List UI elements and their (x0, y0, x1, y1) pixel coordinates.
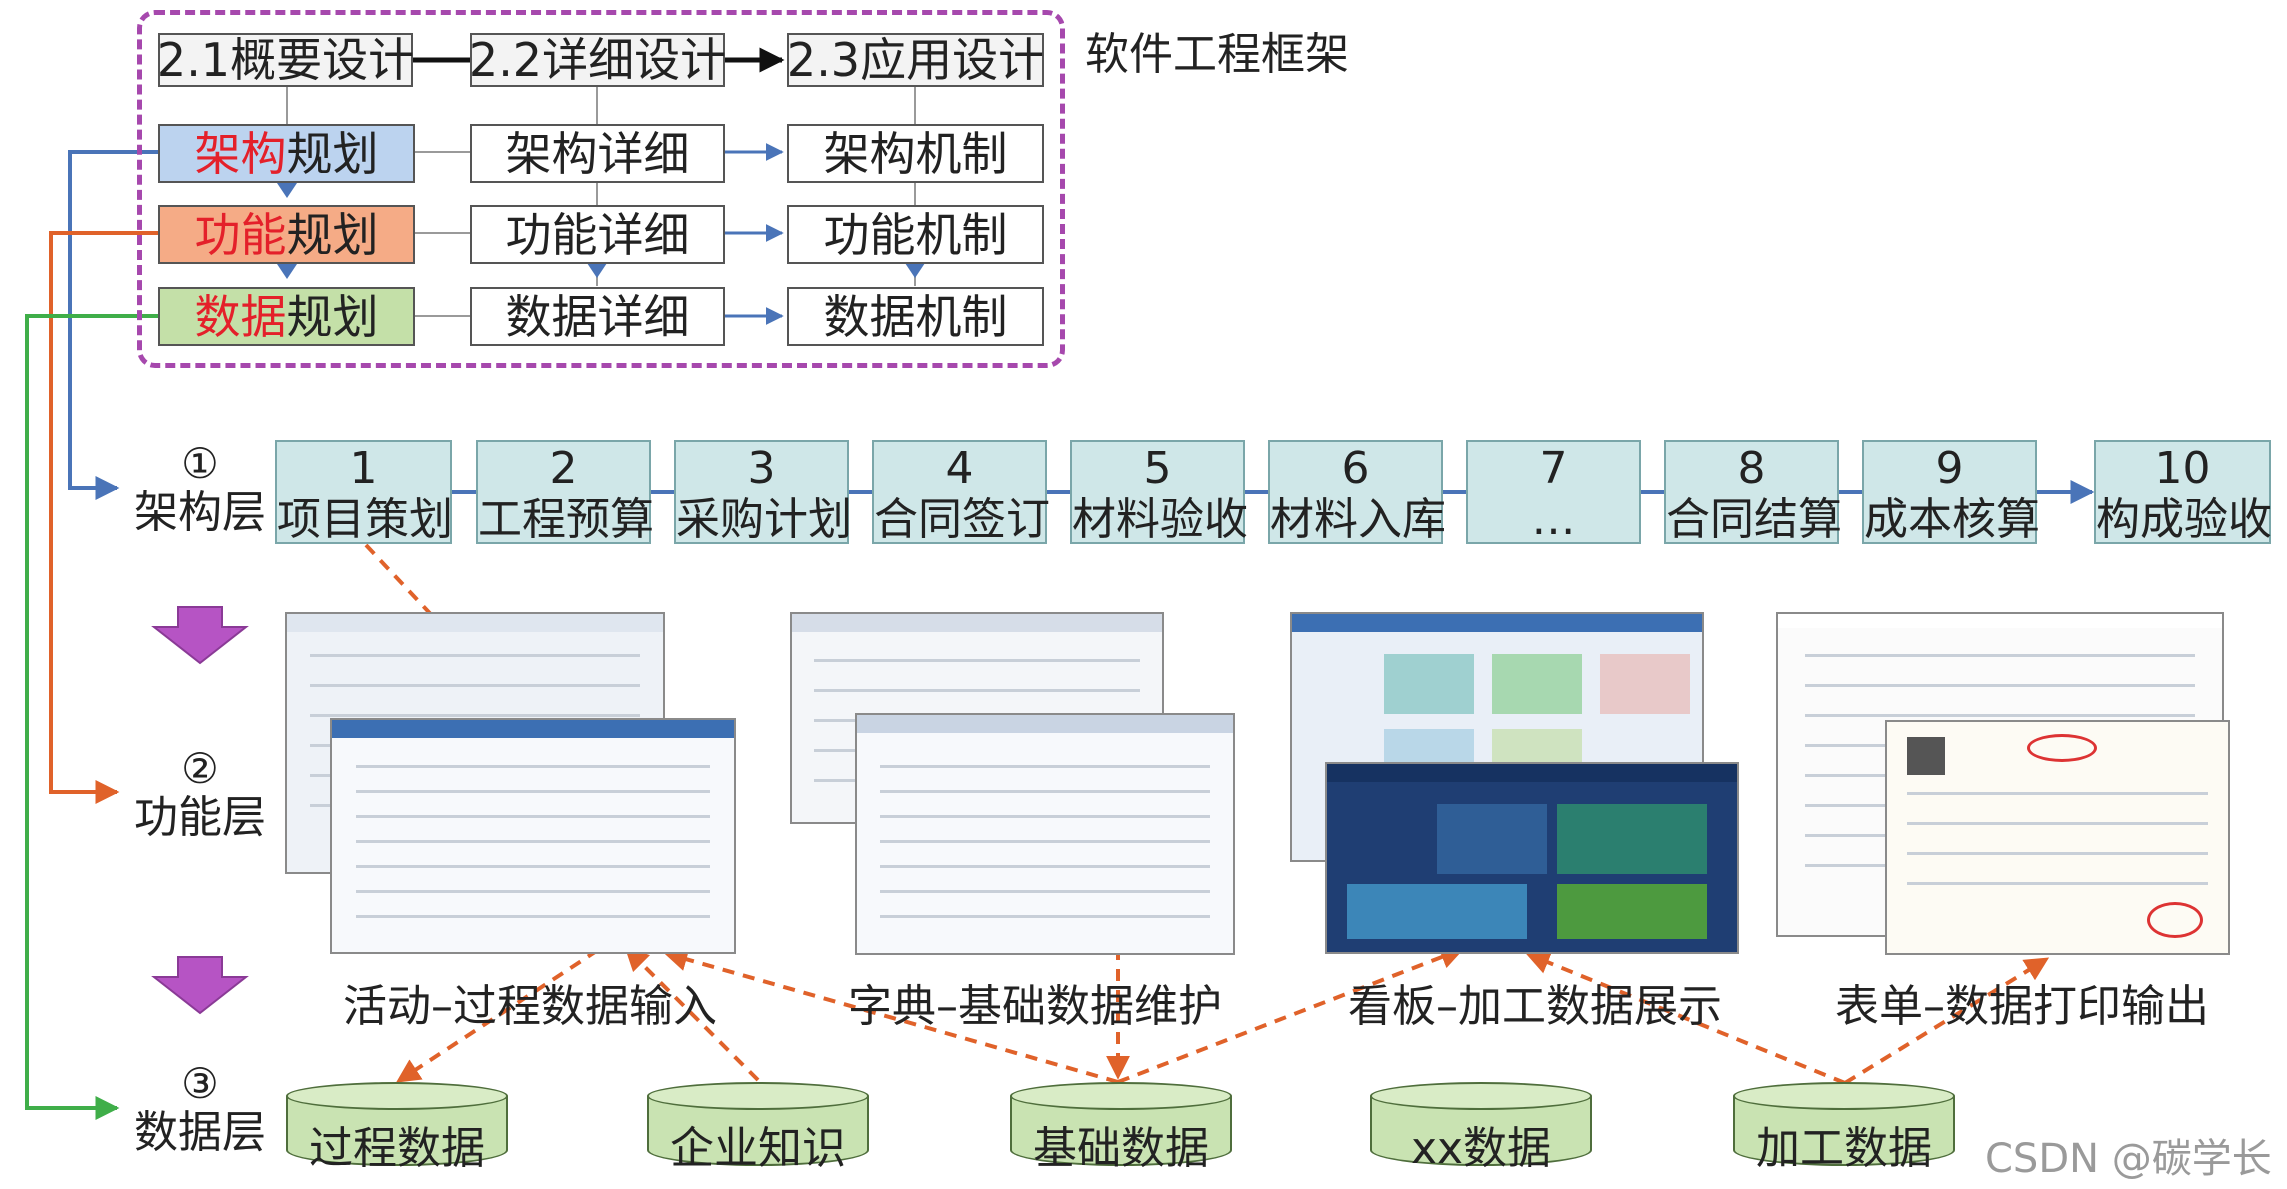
header-outline-design: 2.1概要设计 (156, 33, 415, 87)
function-layer-number: ② (181, 744, 219, 793)
function-route (49, 231, 158, 804)
dictionary-caption: 字典–基础数据维护 (848, 981, 1222, 1032)
dashboard-screenshot-front (1325, 762, 1739, 954)
database-label: 基础数据 (1033, 1123, 1209, 1174)
architecture-planning-rest: 规划 (286, 126, 379, 181)
database-base-data: 基础数据 (1010, 1082, 1232, 1174)
step-name: 工程预算 (478, 493, 654, 545)
step-7: 7… (1466, 440, 1641, 544)
step-number: 8 (1737, 443, 1766, 494)
database-label: 加工数据 (1756, 1123, 1932, 1174)
dashboard-caption: 看板–加工数据展示 (1348, 981, 1722, 1032)
architecture-layer-name: 架构层 (134, 487, 266, 539)
activity-screenshot-front (330, 718, 736, 954)
step-number: 6 (1341, 443, 1370, 494)
database-process-data: 过程数据 (286, 1082, 508, 1174)
function-planning-rest: 规划 (286, 207, 379, 262)
step-name: … (1531, 493, 1576, 545)
database-processed-data: 加工数据 (1733, 1082, 1955, 1174)
activity-caption: 活动–过程数据输入 (343, 981, 717, 1032)
step-name: 构成验收 (2096, 493, 2272, 545)
header-application-design: 2.3应用设计 (786, 33, 1045, 87)
purple-down-arrow-2 (151, 956, 249, 1015)
architecture-layer-number: ① (181, 439, 219, 488)
watermark-text: CSDN @碳学长 (1985, 1136, 2272, 1182)
architecture-planning-highlight: 架构 (194, 126, 287, 181)
purple-down-arrow-1 (151, 606, 249, 665)
database-enterprise-knowledge: 企业知识 (647, 1082, 869, 1174)
step-number: 1 (349, 443, 378, 494)
data-route (25, 314, 158, 1120)
detail-to-mechanism-arrows (725, 143, 784, 325)
step-name: 材料验收 (1072, 493, 1248, 545)
step-name: 材料入库 (1270, 493, 1446, 545)
data-layer-label: ③ 数据层 (125, 1059, 275, 1159)
architecture-planning-box: 架构规划 (158, 124, 415, 183)
step-name: 项目策划 (277, 493, 453, 545)
architecture-layer-label: ① 架构层 (125, 439, 275, 539)
data-layer-number: ③ (181, 1059, 219, 1108)
step-name: 合同结算 (1666, 493, 1842, 545)
database-label: 过程数据 (309, 1123, 485, 1174)
function-mechanism-box: 功能机制 (787, 205, 1044, 264)
data-planning-highlight: 数据 (194, 289, 287, 344)
function-planning-highlight: 功能 (194, 207, 287, 262)
step-number: 3 (747, 443, 776, 494)
step-name: 采购计划 (676, 493, 852, 545)
step-name: 成本核算 (1864, 493, 2040, 545)
data-mechanism-box: 数据机制 (787, 287, 1044, 346)
form-screenshot-front (1885, 720, 2230, 955)
header-detail-design: 2.2详细设计 (468, 33, 727, 87)
data-planning-box: 数据规划 (158, 287, 415, 346)
function-layer-name: 功能层 (134, 792, 266, 844)
function-detail-box: 功能详细 (470, 205, 725, 264)
step-number: 10 (2154, 443, 2211, 494)
database-xx-data: xx数据 (1370, 1082, 1592, 1174)
data-detail-box: 数据详细 (470, 287, 725, 346)
form-caption: 表单–数据打印输出 (1835, 981, 2209, 1032)
software-engineering-frame (137, 10, 1065, 368)
data-planning-rest: 规划 (286, 289, 379, 344)
database-label: xx数据 (1410, 1123, 1552, 1174)
architecture-mechanism-box: 架构机制 (787, 124, 1044, 183)
architecture-detail-box: 架构详细 (470, 124, 725, 183)
framework-title: 软件工程框架 (1085, 29, 1349, 80)
function-layer-label: ② 功能层 (125, 744, 275, 844)
function-planning-box: 功能规划 (158, 205, 415, 264)
step-number: 5 (1143, 443, 1172, 494)
data-layer-name: 数据层 (134, 1107, 266, 1159)
dictionary-screenshot-front (855, 713, 1235, 955)
step-number: 9 (1935, 443, 1964, 494)
down-arrowheads (277, 183, 925, 279)
database-label: 企业知识 (670, 1123, 846, 1174)
step-number: 2 (549, 443, 578, 494)
step-name: 合同签订 (874, 493, 1050, 545)
column-links (286, 84, 916, 317)
step-number: 4 (945, 443, 974, 494)
step-number: 7 (1539, 443, 1568, 494)
architecture-route (68, 150, 158, 500)
